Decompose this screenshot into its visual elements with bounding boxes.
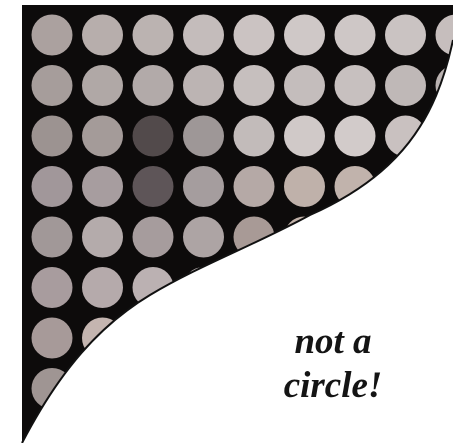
grid-dot [183, 419, 224, 443]
grid-dot [436, 318, 453, 359]
grid-dot [335, 419, 376, 443]
grid-dot [284, 65, 325, 106]
grid-dot [385, 419, 426, 443]
grid-dot [385, 217, 426, 258]
grid-dot [385, 116, 426, 157]
grid-dot [183, 65, 224, 106]
caption-line-1: not a [258, 320, 408, 364]
grid-dot [385, 166, 426, 207]
grid-dot [32, 15, 73, 56]
caption-line-2: circle! [258, 364, 408, 408]
grid-dot [133, 166, 174, 207]
grid-dot [284, 15, 325, 56]
grid-dot [82, 368, 123, 409]
grid-dot [436, 368, 453, 409]
grid-dot [234, 267, 275, 308]
grid-dot [32, 116, 73, 157]
grid-dot [234, 116, 275, 157]
grid-dot [32, 65, 73, 106]
grid-dot [82, 166, 123, 207]
grid-dot [183, 166, 224, 207]
grid-dot [284, 217, 325, 258]
grid-dot [234, 15, 275, 56]
grid-dot [82, 318, 123, 359]
grid-dot [385, 15, 426, 56]
grid-dot [133, 116, 174, 157]
grid-dot [335, 267, 376, 308]
grid-dot [284, 267, 325, 308]
grid-dot [234, 65, 275, 106]
grid-dot [335, 116, 376, 157]
grid-dot [32, 166, 73, 207]
grid-dot [335, 65, 376, 106]
grid-dot [284, 419, 325, 443]
grid-dot [183, 368, 224, 409]
grid-dot [32, 318, 73, 359]
grid-dot [183, 217, 224, 258]
grid-dot [133, 15, 174, 56]
grid-dot [82, 65, 123, 106]
grid-dot [436, 267, 453, 308]
grid-dot [436, 419, 453, 443]
grid-dot [133, 368, 174, 409]
grid-dot [82, 217, 123, 258]
grid-dot [335, 217, 376, 258]
grid-dot [133, 419, 174, 443]
grid-dot [183, 318, 224, 359]
grid-dot [133, 217, 174, 258]
grid-dot [32, 267, 73, 308]
grid-dot [32, 217, 73, 258]
grid-dot [234, 166, 275, 207]
grid-dot [183, 15, 224, 56]
grid-dot [284, 166, 325, 207]
grid-dot [436, 166, 453, 207]
grid-dot [82, 15, 123, 56]
grid-dot [436, 217, 453, 258]
grid-dot [335, 166, 376, 207]
grid-dot [82, 267, 123, 308]
grid-dot [335, 15, 376, 56]
grid-dot [234, 419, 275, 443]
grid-dot [385, 65, 426, 106]
grid-dot [32, 419, 73, 443]
grid-dot [385, 267, 426, 308]
caption-text: not a circle! [258, 320, 408, 408]
grid-dot [284, 116, 325, 157]
grid-dot [183, 116, 224, 157]
grid-dot [133, 65, 174, 106]
grid-dot [82, 116, 123, 157]
grid-dot [82, 419, 123, 443]
grid-dot [436, 116, 453, 157]
grid-dot [32, 368, 73, 409]
grid-dot [133, 318, 174, 359]
